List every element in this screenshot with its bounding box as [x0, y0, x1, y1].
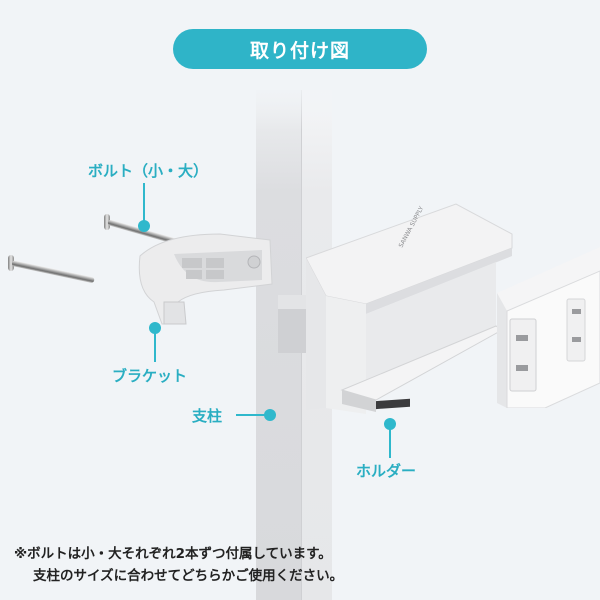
- power-strip: [497, 247, 600, 408]
- marker-bolt: [138, 220, 150, 232]
- label-holder: ホルダー: [356, 462, 417, 480]
- footnote-line-2: 支柱のサイズに合わせてどちらかご使用ください。: [33, 568, 344, 584]
- page-title: 取り付け図: [249, 39, 350, 62]
- footnote-line-1: ※ボルトは小・大それぞれ2本ずつ付属しています。: [14, 546, 332, 562]
- footnote: ※ボルトは小・大それぞれ2本ずつ付属しています。 支柱のサイズに合わせてどちらか…: [14, 543, 343, 587]
- marker-holder: [384, 418, 396, 430]
- marker-pillar: [264, 409, 276, 421]
- label-bolt: ボルト（小・大）: [88, 162, 209, 180]
- bracket-part: [138, 233, 273, 325]
- marker-bracket: [149, 322, 161, 334]
- bolt-small-head: [8, 255, 14, 271]
- bolt-small: [11, 260, 95, 284]
- holder-part: SANWA SUPPLY: [306, 203, 513, 414]
- leader-bolt: [143, 183, 145, 225]
- title-pill: 取り付け図: [173, 29, 427, 69]
- bolt-large-head: [104, 214, 110, 230]
- leader-holder: [389, 426, 391, 458]
- leader-bracket: [154, 330, 156, 362]
- pillar-fade: [250, 80, 340, 130]
- label-bracket: ブラケット: [112, 367, 188, 385]
- leader-pillar: [236, 414, 268, 416]
- label-pillar: 支柱: [192, 407, 223, 425]
